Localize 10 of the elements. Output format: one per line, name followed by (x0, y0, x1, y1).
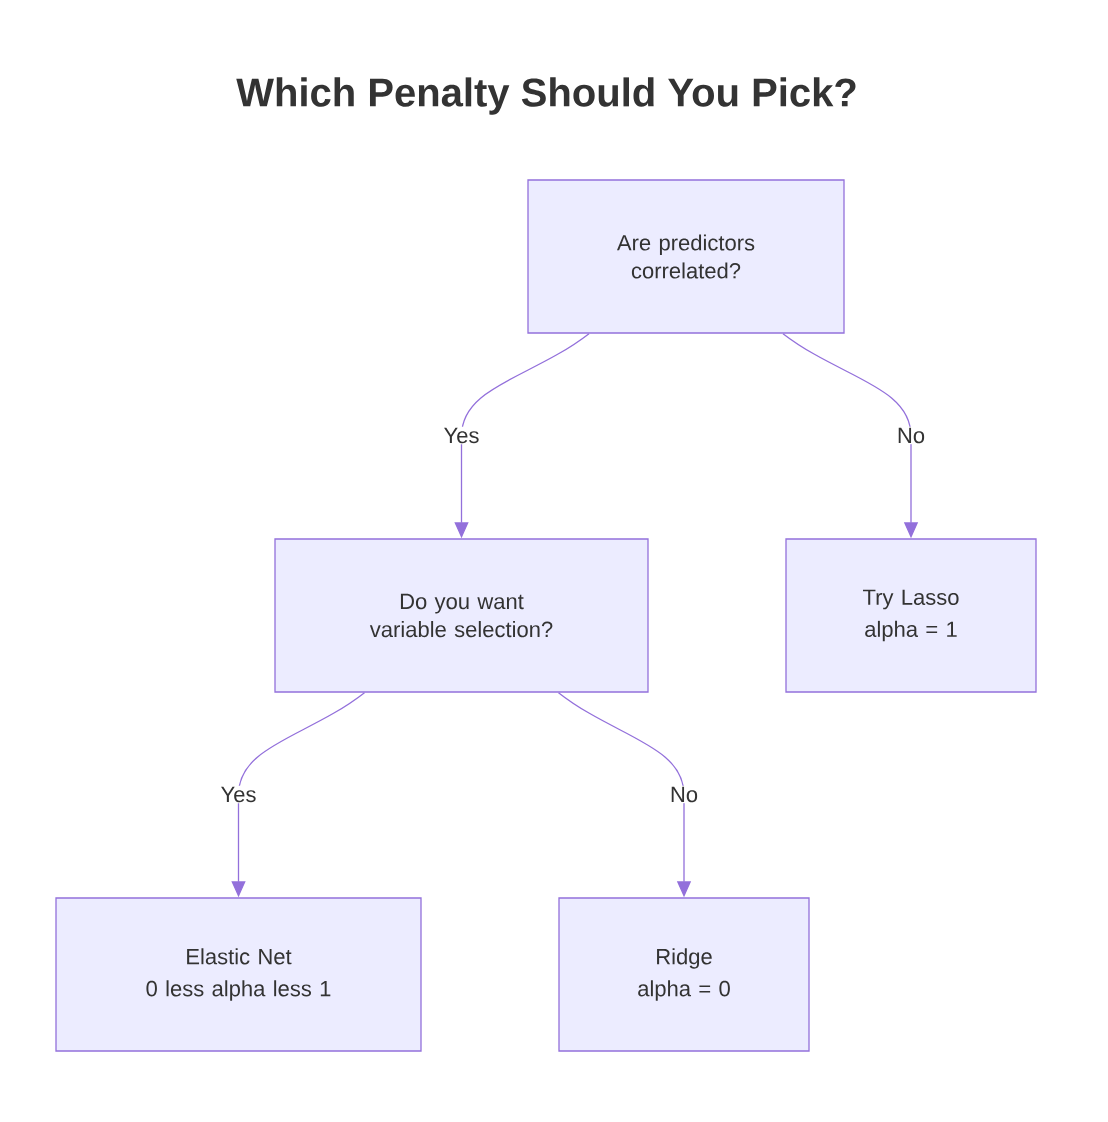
process-box: Ridge alpha = 0 (558, 897, 810, 1052)
process-box: Are predictors correlated? (527, 179, 845, 334)
edge-label: Yes (219, 785, 258, 804)
edge-label: No (895, 426, 927, 445)
process-box: Do you want variable selection? (274, 538, 649, 693)
edge-label: No (668, 785, 700, 804)
edge-label: Yes (442, 426, 481, 445)
process-box: Try Lasso alpha = 1 (785, 538, 1037, 693)
title: Which Penalty Should You Pick? (236, 77, 856, 115)
process-box: Elastic Net 0 less alpha less 1 (55, 897, 422, 1052)
